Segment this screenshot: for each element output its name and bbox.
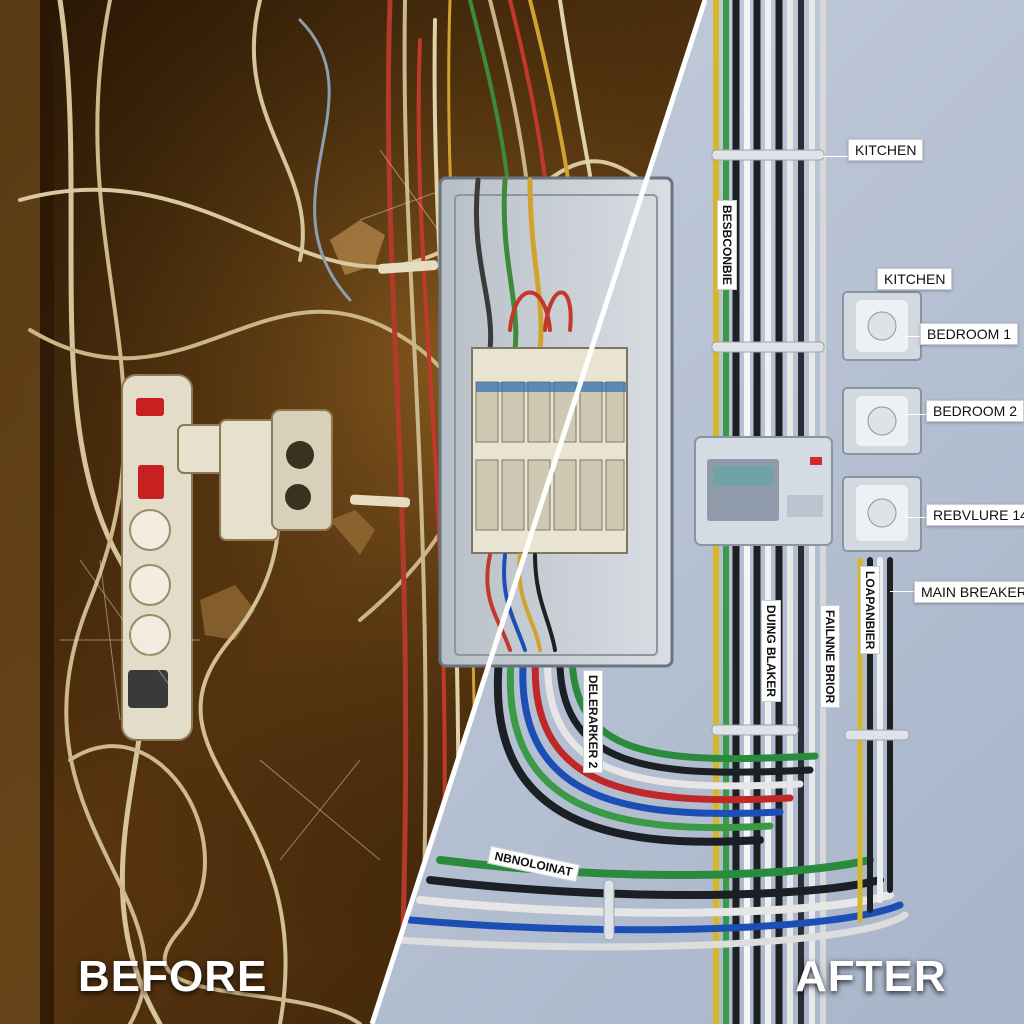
before-caption: BEFORE <box>78 952 268 1001</box>
label-main-breaker: MAIN BREAKER <box>914 581 1024 603</box>
label-bedroom-2: BEDROOM 2 <box>926 400 1024 422</box>
label-bundle-mid-1: DUING BLAKER <box>761 600 781 702</box>
after-caption: AFTER <box>795 952 947 1001</box>
label-bundle-lower: DELERARKER 2 <box>583 670 603 774</box>
label-kitchen-outlet: KITCHEN <box>877 268 953 290</box>
label-bedroom-1: BEDROOM 1 <box>920 323 1019 345</box>
label-bundle-right: LOAPANBIER <box>860 566 880 655</box>
breaker-panel <box>438 176 674 668</box>
label-bundle-top: BESBCONBIE <box>717 200 737 291</box>
outlet-group <box>842 291 922 552</box>
divider-line <box>369 0 708 1024</box>
label-kitchen-top: KITCHEN <box>848 139 924 161</box>
label-outlet-3: REBVLURE 14 <box>926 504 1024 526</box>
label-bundle-mid-2: FAILNNE BRIOR <box>820 605 840 709</box>
